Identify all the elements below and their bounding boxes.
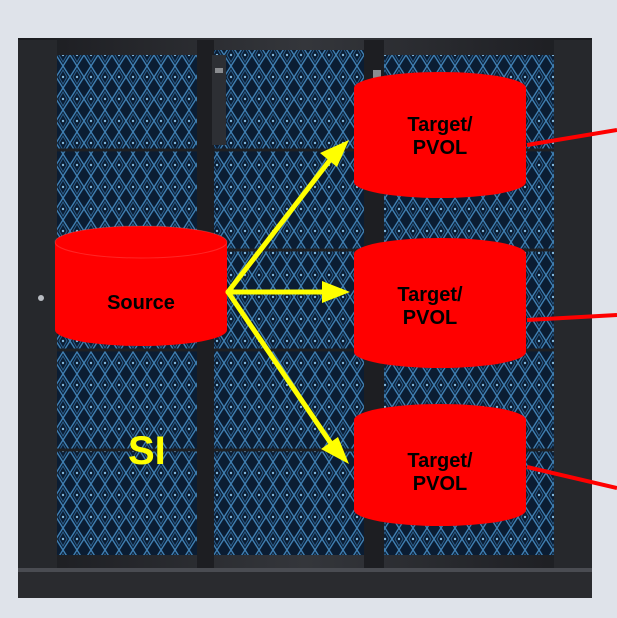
target-label-1-line1: Target/ [407,114,473,136]
target-cylinder-2 [354,238,526,368]
arrowhead-2 [322,281,350,303]
target-label-2: Target/ PVOL [344,284,516,330]
panel-middle [214,50,364,555]
link-lines [526,128,617,490]
target-label-2-line1: Target/ [397,284,463,306]
arrowhead-3 [321,437,349,464]
si-label: SI [128,429,166,473]
arrow-to-target-3 [225,289,333,445]
link-line-bottom [526,465,617,490]
control-strip [212,55,226,145]
replication-arrows [225,157,333,445]
link-line-middle [526,313,617,322]
target-label-3-line2: PVOL [412,473,468,495]
target-label-1-line2: PVOL [412,137,468,159]
source-cylinder [54,225,228,346]
target-label-3-line1: Target/ [407,450,473,472]
arrow-to-target-1 [225,157,333,295]
cabinet-right-edge [554,40,592,568]
cabinet-base [18,568,592,598]
cabinet-handle-left [38,295,44,301]
arrow-heads [320,140,350,464]
target-label-2-line2: PVOL [402,307,458,329]
target-label-3: Target/ PVOL [354,450,526,496]
link-line-top [526,128,617,147]
target-cylinder-1 [354,72,526,198]
status-led [215,68,223,73]
target-cylinder-3 [354,404,526,526]
arrowhead-1 [320,140,349,167]
cabinet-base-edge [18,568,592,572]
indicator-light [373,70,381,78]
cabinet-left-edge [18,40,57,568]
target-label-1: Target/ PVOL [354,114,526,160]
source-label: Source [107,292,175,314]
